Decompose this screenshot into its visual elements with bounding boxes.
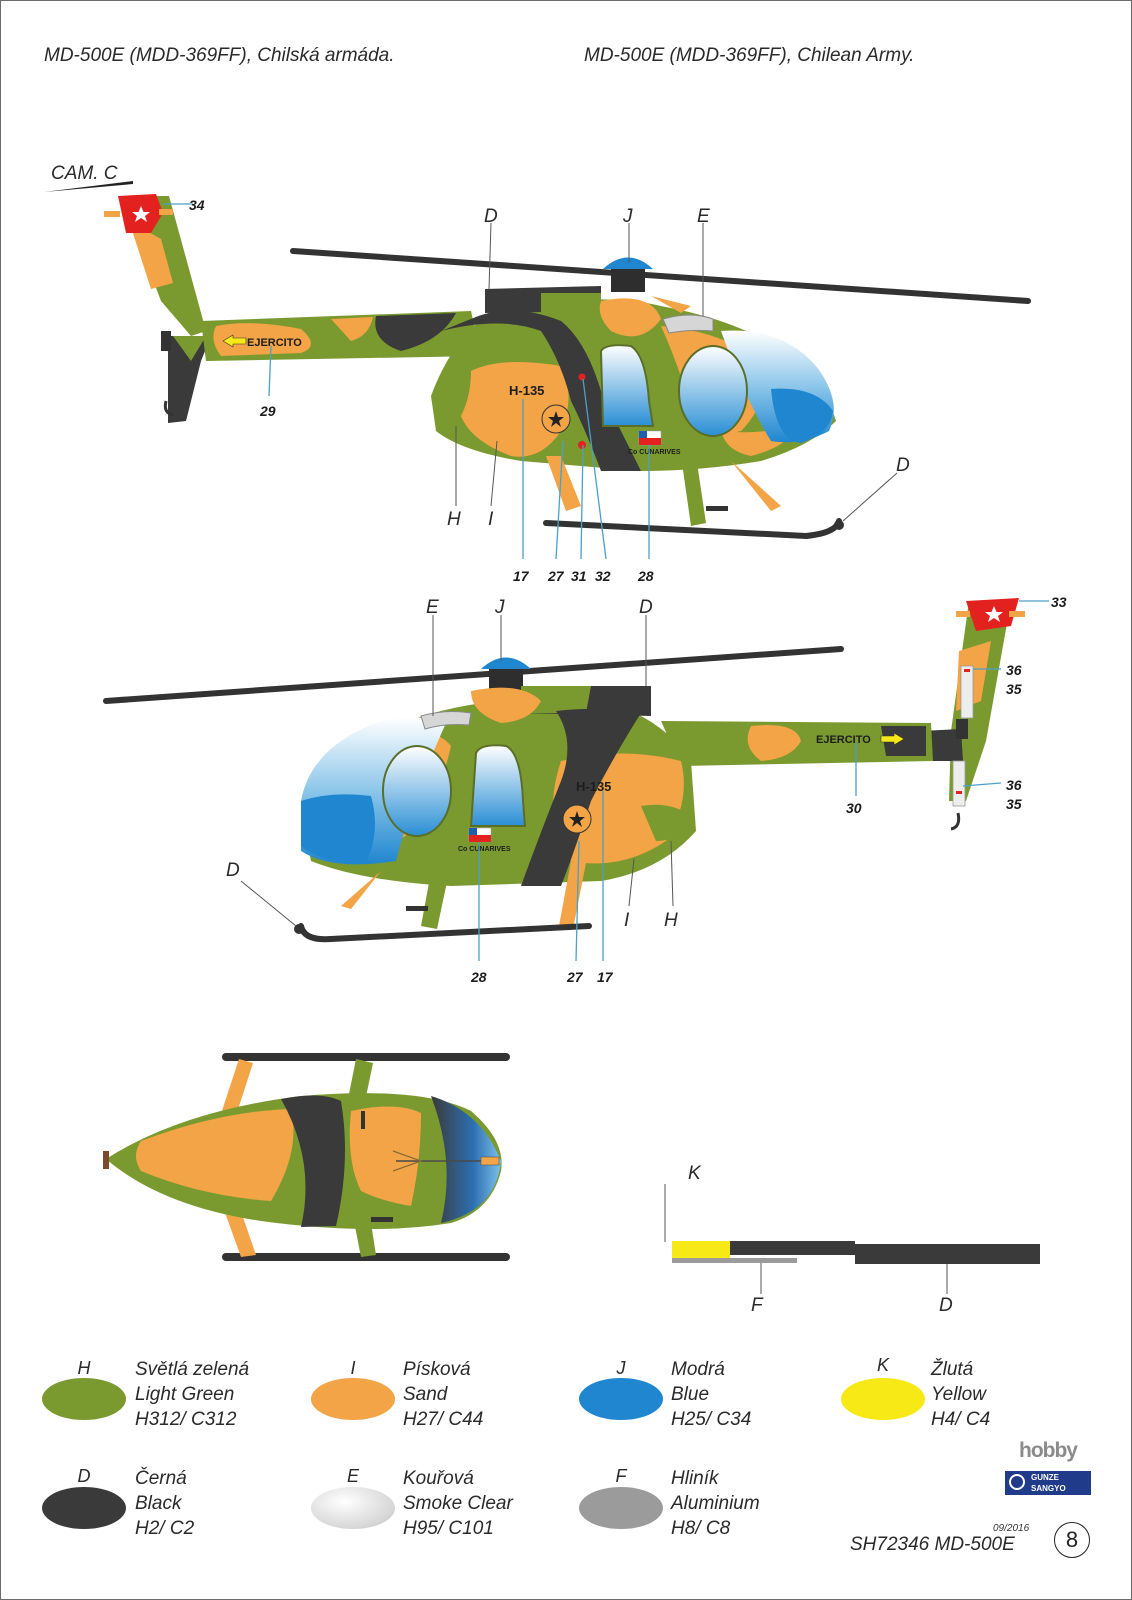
unit-marking-lower: Co CUNARIVES: [458, 846, 511, 853]
legend-cz: Modrá: [671, 1359, 725, 1380]
camouflage-label-text: CAM. C: [51, 163, 118, 184]
legend-en: Sand: [403, 1384, 448, 1405]
color-letter-j-top: J: [622, 206, 633, 227]
callout-34: 34: [189, 197, 205, 213]
legend-cz: Světlá zelená: [135, 1359, 250, 1380]
legend-item-yellow: Žlutá Yellow H4/ C4: [931, 1357, 990, 1432]
bottom-view: [103, 1053, 510, 1261]
legend-en: Smoke Clear: [403, 1493, 513, 1514]
legend-item-smoke-clear: Kouřová Smoke Clear H95/ C101: [403, 1466, 513, 1541]
legend-item-aluminium: Hliník Aluminium H8/ C8: [671, 1466, 760, 1541]
rotor-blade-color-strip: K F D: [664, 1163, 1040, 1316]
title-english: MD-500E (MDD-369FF), Chilean Army.: [584, 45, 915, 66]
color-letter-h-top: H: [447, 509, 461, 530]
callout-27-upper: 27: [547, 568, 565, 584]
callout-29: 29: [259, 403, 276, 419]
callout-17-lower: 17: [597, 969, 614, 985]
legend-item-sand: Písková Sand H27/ C44: [403, 1357, 483, 1432]
page-number: 8: [1054, 1522, 1090, 1558]
camouflage-scheme-label: CAM. C: [44, 163, 133, 192]
callout-28-lower: 28: [470, 969, 487, 985]
strip-letter-f: F: [751, 1295, 764, 1316]
legend-cz: Kouřová: [403, 1468, 474, 1489]
callout-33: 33: [1051, 594, 1067, 610]
color-letter-i-top: I: [488, 509, 494, 530]
legend-cz: Písková: [403, 1359, 471, 1380]
legend-en: Yellow: [931, 1384, 986, 1405]
legend-item-black: Černá Black H2/ C2: [135, 1466, 194, 1541]
side-view-left-profile: EJERCITO H-135 Co CUNARIVES: [104, 194, 1031, 584]
gunze-text: GUNZE: [1031, 1473, 1059, 1482]
hobby-logo: hobby: [1019, 1439, 1078, 1462]
legend-letter-e: E: [346, 1466, 359, 1486]
callout-28-upper: 28: [637, 568, 654, 584]
boom-marking-upper: EJERCITO: [247, 337, 302, 349]
strip-letter-k: K: [688, 1163, 702, 1184]
serial-marking-upper: H-135: [509, 383, 544, 398]
swatch-black: [42, 1487, 126, 1529]
callout-30: 30: [846, 800, 862, 816]
legend-en: Blue: [671, 1384, 710, 1405]
color-letter-i-lower: I: [624, 910, 630, 931]
legend-letter-h: H: [77, 1358, 91, 1378]
legend-code: H27/ C44: [403, 1409, 484, 1430]
legend-en: Aluminium: [671, 1493, 760, 1514]
callout-31: 31: [571, 568, 587, 584]
color-letter-j-lower: J: [494, 597, 505, 618]
print-date: 09/2016: [993, 1523, 1030, 1534]
kit-code: SH72346 MD-500E: [850, 1534, 1015, 1555]
legend-code: H8/ C8: [671, 1518, 731, 1539]
callout-35-top: 35: [1006, 681, 1022, 697]
sangyo-text: SANGYO: [1031, 1484, 1066, 1493]
color-letter-d-lower: D: [639, 597, 653, 618]
legend-letter-d: D: [77, 1466, 91, 1486]
swatch-yellow: [841, 1378, 925, 1420]
side-view-right-profile: EJERCITO H-135 Co CUNARIVES: [103, 594, 1067, 985]
legend-letter-f: F: [615, 1466, 627, 1486]
callout-17-upper: 17: [513, 568, 530, 584]
legend-en: Black: [135, 1493, 182, 1514]
boom-marking-lower: EJERCITO: [816, 734, 871, 746]
callout-32: 32: [595, 568, 611, 584]
callout-35-bottom: 35: [1006, 796, 1022, 812]
callout-36-bottom: 36: [1006, 777, 1022, 793]
legend-cz: Černá: [135, 1468, 187, 1489]
legend-letter-i: I: [350, 1358, 356, 1378]
strip-letter-d: D: [939, 1295, 953, 1316]
helicopter-drawings: CAM. C: [44, 163, 1067, 1316]
legend-letter-j: J: [616, 1358, 626, 1378]
legend-code: H25/ C34: [671, 1409, 752, 1430]
gunze-sangyo-logo: GUNZE SANGYO: [1005, 1471, 1091, 1495]
legend-code: H312/ C312: [135, 1409, 237, 1430]
callout-27-lower: 27: [566, 969, 584, 985]
legend-code: H2/ C2: [135, 1518, 195, 1539]
serial-marking-lower: H-135: [576, 779, 611, 794]
color-letter-d-skid-lower: D: [226, 860, 240, 881]
swatch-aluminium: [579, 1487, 663, 1529]
color-letter-d-skid-top: D: [896, 455, 910, 476]
unit-marking-upper: Co CUNARIVES: [628, 449, 681, 456]
swatch-sand: [311, 1378, 395, 1420]
legend-letter-k: K: [876, 1355, 889, 1375]
title-czech: MD-500E (MDD-369FF), Chilská armáda.: [44, 45, 395, 66]
swatch-blue: [579, 1378, 663, 1420]
legend-item-blue: Modrá Blue H25/ C34: [671, 1357, 751, 1432]
swatch-light-green: [42, 1378, 126, 1420]
color-letter-e-top: E: [697, 206, 710, 227]
legend-item-light-green: Světlá zelená Light Green H312/ C312: [135, 1357, 249, 1432]
color-letter-d-top: D: [484, 206, 498, 227]
legend-code: H95/ C101: [403, 1518, 494, 1539]
legend-cz: Žlutá: [931, 1359, 974, 1380]
legend-cz: Hliník: [671, 1468, 719, 1489]
color-letter-e-lower: E: [426, 597, 439, 618]
legend-en: Light Green: [135, 1384, 235, 1405]
color-letter-h-lower: H: [664, 910, 678, 931]
legend-code: H4/ C4: [931, 1409, 991, 1430]
gunze-ring-icon: [1009, 1474, 1025, 1490]
callout-36-top: 36: [1006, 662, 1022, 678]
swatch-smoke-clear: [311, 1487, 395, 1529]
